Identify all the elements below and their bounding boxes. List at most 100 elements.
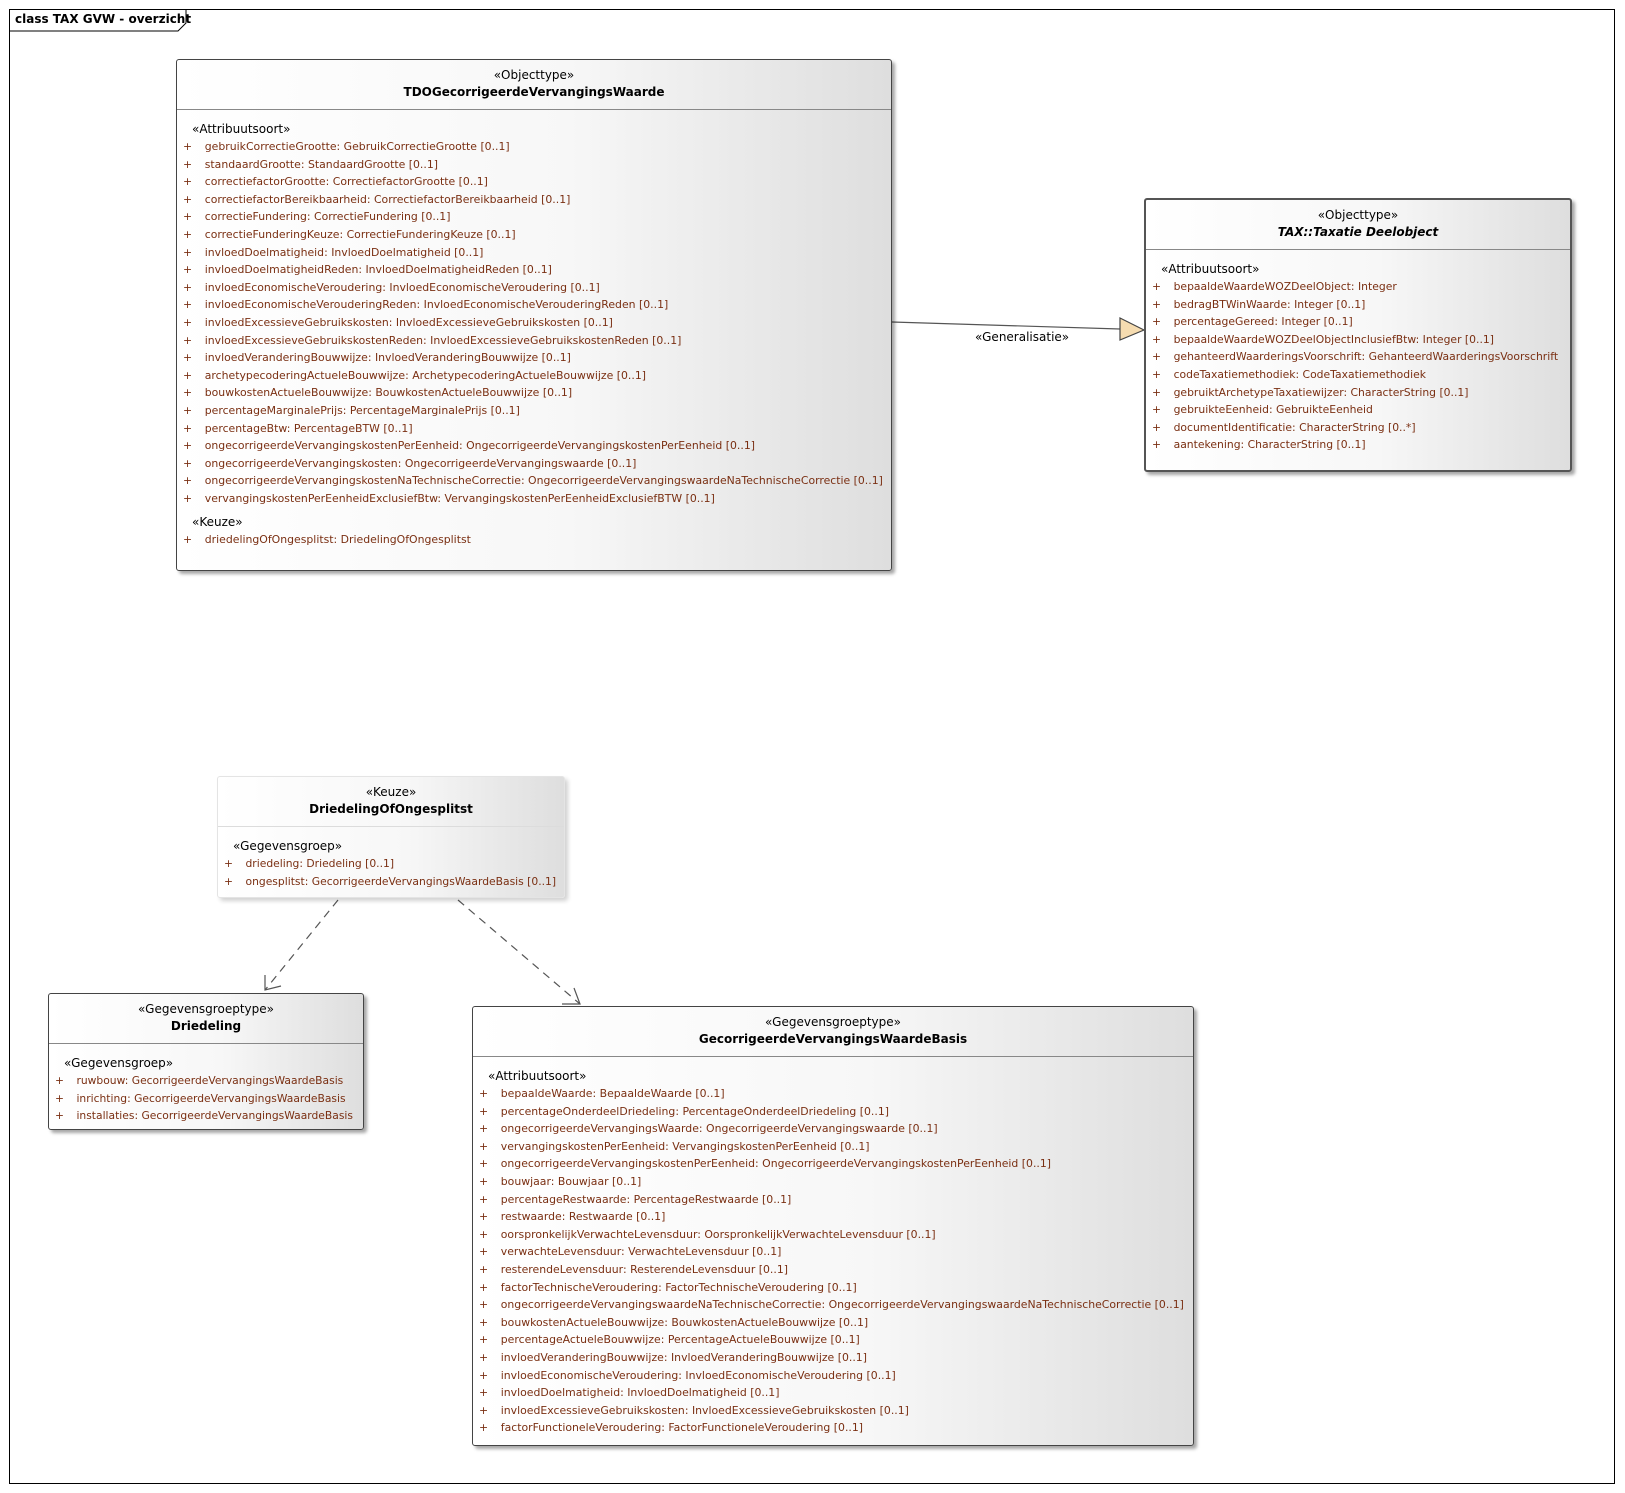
attribute-row[interactable]: +percentageActueleBouwwijze: PercentageA… [479,1331,1185,1349]
attribute-row[interactable]: +oorspronkelijkVerwachteLevensduur: Oors… [479,1226,1185,1244]
attribute-row[interactable]: +ongecorrigeerdeVervangingskosten: Ongec… [183,455,883,473]
attribute-text: percentageMarginalePrijs: PercentageMarg… [204,403,520,417]
class-tdo-gecorrigeerde-vervangings-waarde[interactable]: «Objecttype»TDOGecorrigeerdeVervangingsW… [176,59,892,571]
attribute-row[interactable]: +gebruikteEenheid: GebruikteEenheid [1152,401,1562,419]
public-visibility-icon: + [1152,297,1162,311]
attribute-row[interactable]: +standaardGrootte: StandaardGrootte [0..… [183,156,883,174]
attribute-row[interactable]: +resterendeLevensduur: ResterendeLevensd… [479,1261,1185,1279]
class-gecorrigeerde-vervangings-waarde-basis[interactable]: «Gegevensgroeptype»GecorrigeerdeVervangi… [472,1006,1194,1446]
attribute-row[interactable]: +codeTaxatiemethodiek: CodeTaxatiemethod… [1152,366,1562,384]
attribute-row[interactable]: +factorTechnischeVeroudering: FactorTech… [479,1279,1185,1297]
section-stereotype: «Attribuutsoort» [488,1069,587,1083]
attribute-text: driedeling: Driedeling [0..1] [245,857,395,870]
class-body: «Attribuutsoort» +bepaaldeWaarde: Bepaald… [473,1057,1193,1437]
public-visibility-icon: + [183,421,193,435]
dependency-arrowhead-driedeling [264,975,282,991]
attribute-row[interactable]: +invloedDoelmatigheid: InvloedDoelmatigh… [183,244,883,262]
attribute-row[interactable]: +percentageOnderdeelDriedeling: Percenta… [479,1103,1185,1121]
attribute-row[interactable]: +invloedExcessieveGebruikskosten: Invloe… [479,1402,1185,1420]
public-visibility-icon: + [1152,350,1162,364]
attribute-row[interactable]: +bepaaldeWaardeWOZDeelObject: Integer [1152,278,1562,296]
attribute-row[interactable]: +driedelingOfOngesplitst: DriedelingOfOn… [183,531,883,549]
attribute-row[interactable]: +archetypecoderingActueleBouwwijze: Arch… [183,367,883,385]
attribute-row[interactable]: +bouwkostenActueleBouwwijze: BouwkostenA… [479,1314,1185,1332]
public-visibility-icon: + [479,1368,489,1382]
attribute-row[interactable]: +ongecorrigeerdeVervangingskostenNaTechn… [183,472,883,490]
attribute-row[interactable]: +invloedVeranderingBouwwijze: InvloedVer… [479,1349,1185,1367]
attribute-row[interactable]: +vervangingskostenPerEenheidExclusiefBtw… [183,490,883,508]
attribute-row[interactable]: +invloedExcessieveGebruikskosten: Invloe… [183,314,883,332]
attribute-row[interactable]: +aantekening: CharacterString [0..1] [1152,436,1562,454]
attribute-row[interactable]: + gebruikCorrectieGrootte: GebruikCorrect… [183,138,883,156]
attribute-row[interactable]: +ongecorrigeerdeVervangingsWaarde: Ongec… [479,1120,1185,1138]
attribute-row[interactable]: +documentIdentificatie: CharacterString … [1152,419,1562,437]
public-visibility-icon: + [183,386,193,400]
attribute-row[interactable]: +vervangingskostenPerEenheid: Vervanging… [479,1138,1185,1156]
attribute-row[interactable]: +invloedVeranderingBouwwijze: InvloedVer… [183,349,883,367]
attribute-row[interactable]: +bouwjaar: Bouwjaar [0..1] [479,1173,1185,1191]
attribute-text: bedragBTWinWaarde: Integer [0..1] [1173,297,1366,311]
attribute-row[interactable]: +gehanteerdWaarderingsVoorschrift: Gehan… [1152,348,1562,366]
class-driedeling[interactable]: «Gegevensgroeptype»Driedeling«Gegevensgr… [48,993,364,1130]
class-name: GecorrigeerdeVervangingsWaardeBasis [698,1032,968,1046]
attribute-row[interactable]: +verwachteLevensduur: VerwachteLevensduu… [479,1243,1185,1261]
attribute-row[interactable]: +gebruiktArchetypeTaxatiewijzer: Charact… [1152,384,1562,402]
public-visibility-icon: + [1152,403,1162,417]
attribute-row[interactable]: +correctiefactorGrootte: Correctiefactor… [183,173,883,191]
attribute-row[interactable]: +ongecorrigeerdeVervangingskostenPerEenh… [183,437,883,455]
class-taxatie-deelobject[interactable]: «Objecttype»TAX::Taxatie Deelobject«Attr… [1144,198,1572,472]
public-visibility-icon: + [183,333,193,347]
attribute-row[interactable]: +percentageMarginalePrijs: PercentageMar… [183,402,883,420]
attribute-row[interactable]: +factorFunctioneleVeroudering: FactorFun… [479,1419,1185,1437]
attribute-row[interactable]: +invloedEconomischeVeroudering: InvloedE… [479,1367,1185,1385]
attribute-row[interactable]: +percentageBtw: PercentageBTW [0..1] [183,420,883,438]
attribute-row[interactable]: +ongesplitst: GecorrigeerdeVervangingsWa… [224,873,556,891]
attribute-text: ongecorrigeerdeVervangingskostenPerEenhe… [500,1157,1052,1171]
attribute-text: codeTaxatiemethodiek: CodeTaxatiemethodi… [1173,367,1427,381]
attribute-row[interactable]: +bepaaldeWaarde: BepaaldeWaarde [0..1] [479,1085,1185,1103]
attribute-text: bepaaldeWaardeWOZDeelObject: Integer [1173,280,1397,293]
attribute-text: ongecorrigeerdeVervangingskostenNaTechni… [204,474,883,488]
attribute-text: percentageActueleBouwwijze: PercentageAc… [500,1333,860,1347]
attribute-row[interactable]: +ruwbouw: GecorrigeerdeVervangingsWaarde… [55,1072,355,1090]
attribute-text: invloedEconomischeVeroudering: InvloedEc… [204,280,600,294]
attribute-text: percentageOnderdeelDriedeling: Percentag… [500,1104,890,1118]
attribute-row[interactable]: +driedeling: Driedeling [0..1] [224,855,556,873]
public-visibility-icon: + [183,140,193,153]
public-visibility-icon: + [183,491,193,505]
attribute-text: gebruikCorrectieGrootte: GebruikCorrecti… [204,140,510,153]
class-name: TDOGecorrigeerdeVervangingsWaarde [403,85,665,99]
attribute-row[interactable]: +correctieFundering: CorrectieFundering … [183,208,883,226]
attribute-row[interactable]: +percentageRestwaarde: PercentageRestwaa… [479,1191,1185,1209]
attribute-text: standaardGrootte: StandaardGrootte [0..1… [204,157,439,171]
attribute-text: oorspronkelijkVerwachteLevensduur: Oorsp… [500,1227,936,1241]
attribute-row[interactable]: +correctiefactorBereikbaarheid: Correcti… [183,191,883,209]
dependency-line-driedeling[interactable] [264,899,339,991]
attribute-row[interactable]: +installaties: GecorrigeerdeVervangingsW… [55,1107,355,1125]
attribute-row[interactable]: +ongecorrigeerdeVervangingskostenPerEenh… [479,1155,1185,1173]
attribute-row[interactable]: +correctieFunderingKeuze: CorrectieFunde… [183,226,883,244]
frame-title-tab [9,9,187,32]
generalization-line[interactable] [891,321,1121,330]
attribute-row[interactable]: +invloedEconomischeVeroudering: InvloedE… [183,279,883,297]
class-body: «Attribuutsoort»+bepaaldeWaardeWOZDeelOb… [1146,250,1570,454]
public-visibility-icon: + [183,192,193,206]
attribute-text: aantekening: CharacterString [0..1] [1173,438,1366,452]
public-visibility-icon: + [479,1298,489,1312]
attribute-row[interactable]: +invloedEconomischeVerouderingReden: Inv… [183,296,883,314]
public-visibility-icon: + [55,1109,64,1123]
attribute-row[interactable]: + bedragBTWinWaarde: Integer [0..1] [1152,296,1562,314]
attribute-row[interactable]: +restwaarde: Restwaarde [0..1] [479,1208,1185,1226]
attribute-row[interactable]: +inrichting: GecorrigeerdeVervangingsWaa… [55,1090,355,1108]
dependency-line-basis[interactable] [457,899,581,1005]
attribute-text: bepaaldeWaardeWOZDeelObjectInclusiefBtw:… [1173,332,1494,346]
attribute-row[interactable]: +ongecorrigeerdeVervangingswaardeNaTechn… [479,1296,1185,1314]
attribute-row[interactable]: +invloedDoelmatigheid: InvloedDoelmatigh… [479,1384,1185,1402]
attribute-row[interactable]: +bouwkostenActueleBouwwijze: BouwkostenA… [183,384,883,402]
attribute-row[interactable]: +invloedExcessieveGebruikskostenReden: I… [183,332,883,350]
attribute-row[interactable]: +bepaaldeWaardeWOZDeelObjectInclusiefBtw… [1152,331,1562,349]
class-driedeling-of-ongesplitst[interactable]: «Keuze»DriedelingOfOngesplitst«Gegevensg… [217,776,565,898]
public-visibility-icon: + [479,1087,489,1100]
attribute-row[interactable]: +percentageGereed: Integer [0..1] [1152,313,1562,331]
attribute-row[interactable]: +invloedDoelmatigheidReden: InvloedDoelm… [183,261,883,279]
